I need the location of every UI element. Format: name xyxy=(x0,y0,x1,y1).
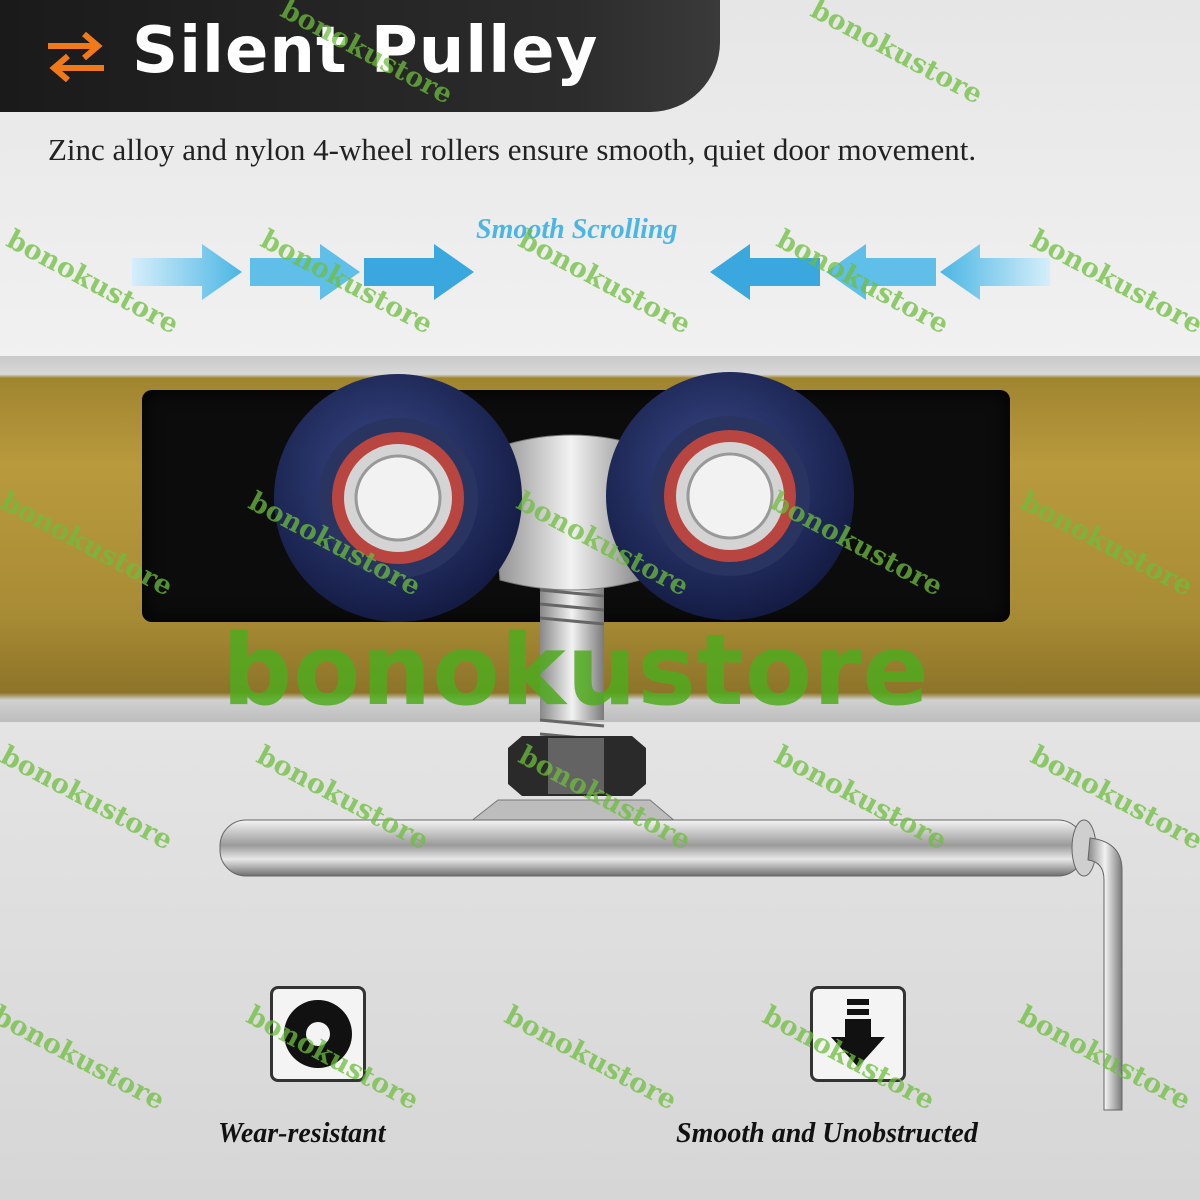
left-arrow-icon xyxy=(826,244,936,300)
left-arrow-icon xyxy=(940,244,1050,300)
feature-label-smooth: Smooth and Unobstructed xyxy=(676,1118,978,1149)
watermark-large: bonokustore xyxy=(222,614,930,728)
down-arrow-icon xyxy=(810,986,906,1082)
right-arrow-icon xyxy=(364,244,474,300)
page-title: Silent Pulley xyxy=(132,14,599,88)
scroll-label: Smooth Scrolling xyxy=(476,214,678,245)
swap-arrows-icon xyxy=(48,31,104,82)
header-banner: Silent Pulley xyxy=(0,0,720,112)
right-arrow-icon xyxy=(132,244,242,300)
left-arrow-icon xyxy=(710,244,820,300)
washer-icon xyxy=(270,986,366,1082)
feature-label-wear-resistant: Wear-resistant xyxy=(218,1118,386,1149)
description-text: Zinc alloy and nylon 4-wheel rollers ens… xyxy=(48,132,977,167)
right-arrow-icon xyxy=(250,244,360,300)
